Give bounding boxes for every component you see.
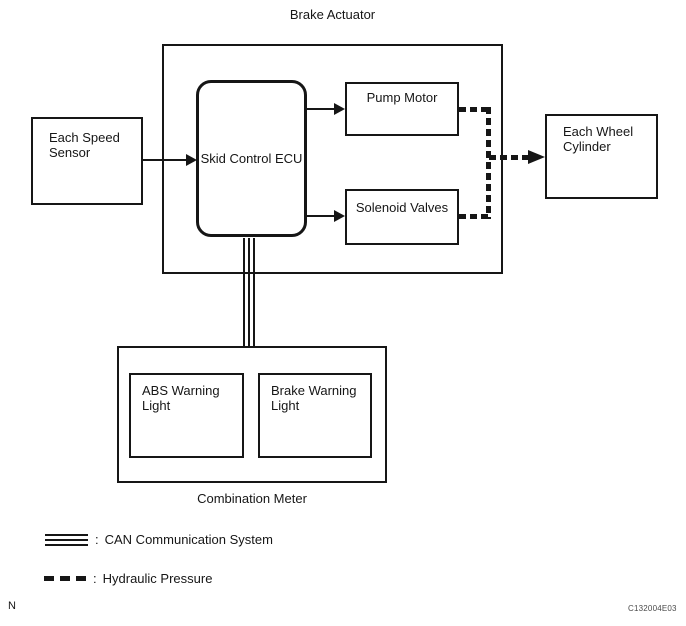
legend-separator: : (93, 571, 97, 586)
legend-separator: : (95, 532, 99, 547)
page-marker: N (8, 600, 16, 612)
node-skid-control-ecu: Skid Control ECU (196, 80, 307, 237)
hydraulic-symbol-dash (60, 576, 70, 581)
arrow-ecu-to-pump-line (307, 108, 336, 110)
can-symbol-bar (45, 533, 88, 536)
arrow-ecu-to-solenoid-line (307, 215, 336, 217)
can-bus-line-bar (243, 238, 245, 346)
can-symbol-bar (45, 538, 88, 541)
hydraulic-line-from-pump (459, 107, 492, 112)
hydraulic-line-vertical (486, 107, 491, 219)
node-each-speed-sensor: Each Speed Sensor (31, 117, 143, 205)
arrow-right-icon (334, 210, 345, 222)
can-bus-line-bar (253, 238, 255, 346)
combination-meter-label: Combination Meter (197, 491, 307, 506)
figure-code: C132004E03 (628, 604, 677, 613)
legend-hydraulic-label: Hydraulic Pressure (102, 571, 213, 586)
node-abs-warning-light: ABS Warning Light (129, 373, 244, 458)
can-triple-line-icon (45, 533, 88, 546)
legend-row-hydraulic: : Hydraulic Pressure (44, 571, 212, 586)
can-bus-line (243, 238, 255, 346)
hydraulic-line-to-cylinder (489, 155, 528, 160)
can-symbol-bar (45, 543, 88, 546)
hydraulic-line-from-solenoid (459, 214, 492, 219)
can-bus-line-bar (248, 238, 250, 346)
legend-can-label: CAN Communication System (104, 532, 273, 547)
legend-row-can: : CAN Communication System (45, 532, 273, 547)
arrow-speed-to-ecu-line (143, 159, 188, 161)
hydraulic-symbol-dash (44, 576, 54, 581)
node-pump-motor: Pump Motor (345, 82, 459, 136)
arrow-right-icon (186, 154, 197, 166)
hydraulic-arrow-right-icon (528, 150, 545, 164)
node-solenoid-valves: Solenoid Valves (345, 189, 459, 245)
node-brake-warning-light: Brake Warning Light (258, 373, 372, 458)
hydraulic-dashed-line-icon (44, 576, 86, 581)
arrow-right-icon (334, 103, 345, 115)
hydraulic-symbol-dash (76, 576, 86, 581)
node-each-wheel-cylinder: Each Wheel Cylinder (545, 114, 658, 199)
diagram-title: Brake Actuator (289, 7, 376, 22)
